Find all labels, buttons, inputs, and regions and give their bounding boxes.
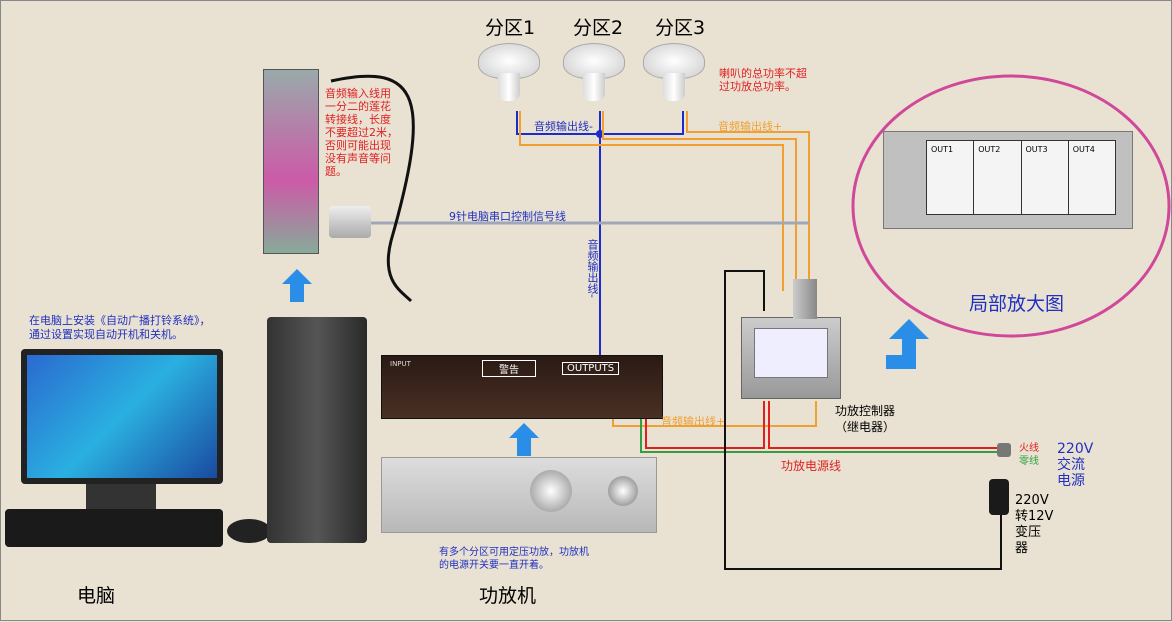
relay-controller: [741, 317, 841, 399]
label-zoom-view: 局部放大图: [969, 293, 1065, 315]
serial-connector: [329, 206, 371, 238]
note-audio-input: 音频输入线用一分二的莲花转接线，长度不要超过2米，否则可能出现没有声音等问题。: [325, 87, 398, 178]
keyboard: [5, 509, 223, 547]
label-serial: 9针电脑串口控制信号线: [449, 210, 566, 223]
label-controller: 功放控制器（继电器）: [835, 404, 896, 434]
label-audio-plus: 音频输出线+: [718, 120, 783, 133]
warning-label: 警告: [482, 360, 536, 377]
speaker-horn: [563, 43, 625, 103]
arrow-up-icon: [886, 319, 930, 385]
pc-tower: [267, 317, 367, 543]
power-adapter: [989, 479, 1009, 515]
serial-plug: [793, 279, 817, 319]
zone-label: 分区2: [573, 17, 624, 39]
amplifier-front: [381, 457, 657, 533]
note-software: 在电脑上安装《自动广播打铃系统》，通过设置实现自动开机和关机。: [29, 314, 211, 341]
plug-icon: [997, 443, 1011, 457]
arrow-up-icon: [282, 269, 312, 303]
label-amp-power: 功放电源线: [781, 459, 842, 473]
speaker-horn: [478, 43, 540, 103]
label-audio-plus-bottom: 音频输出线+: [661, 415, 726, 428]
label-computer: 电脑: [77, 585, 116, 607]
amp-rear-panel: INPUT 警告 OUTPUTS: [381, 355, 663, 419]
relay-zoom-view: OUT1 OUT2 OUT3 OUT4: [883, 131, 1133, 229]
note-amp: 有多个分区可用定压功放，功放机的电源开关要一直开着。: [439, 547, 589, 571]
label-audio-minus: 音频输出线-: [534, 120, 593, 133]
label-audio-vertical: 音频输出线-: [586, 239, 599, 298]
zone-label: 分区1: [485, 17, 536, 39]
zone-label: 分区3: [655, 17, 706, 39]
pc-rear-panel: [263, 69, 319, 254]
monitor: [21, 349, 223, 484]
mouse: [227, 519, 271, 543]
label-amplifier: 功放机: [479, 585, 537, 607]
speaker-horn: [643, 43, 705, 103]
note-speaker-power: 喇叭的总功率不超过功放总功率。: [719, 67, 807, 93]
arrow-up-icon: [509, 423, 539, 457]
